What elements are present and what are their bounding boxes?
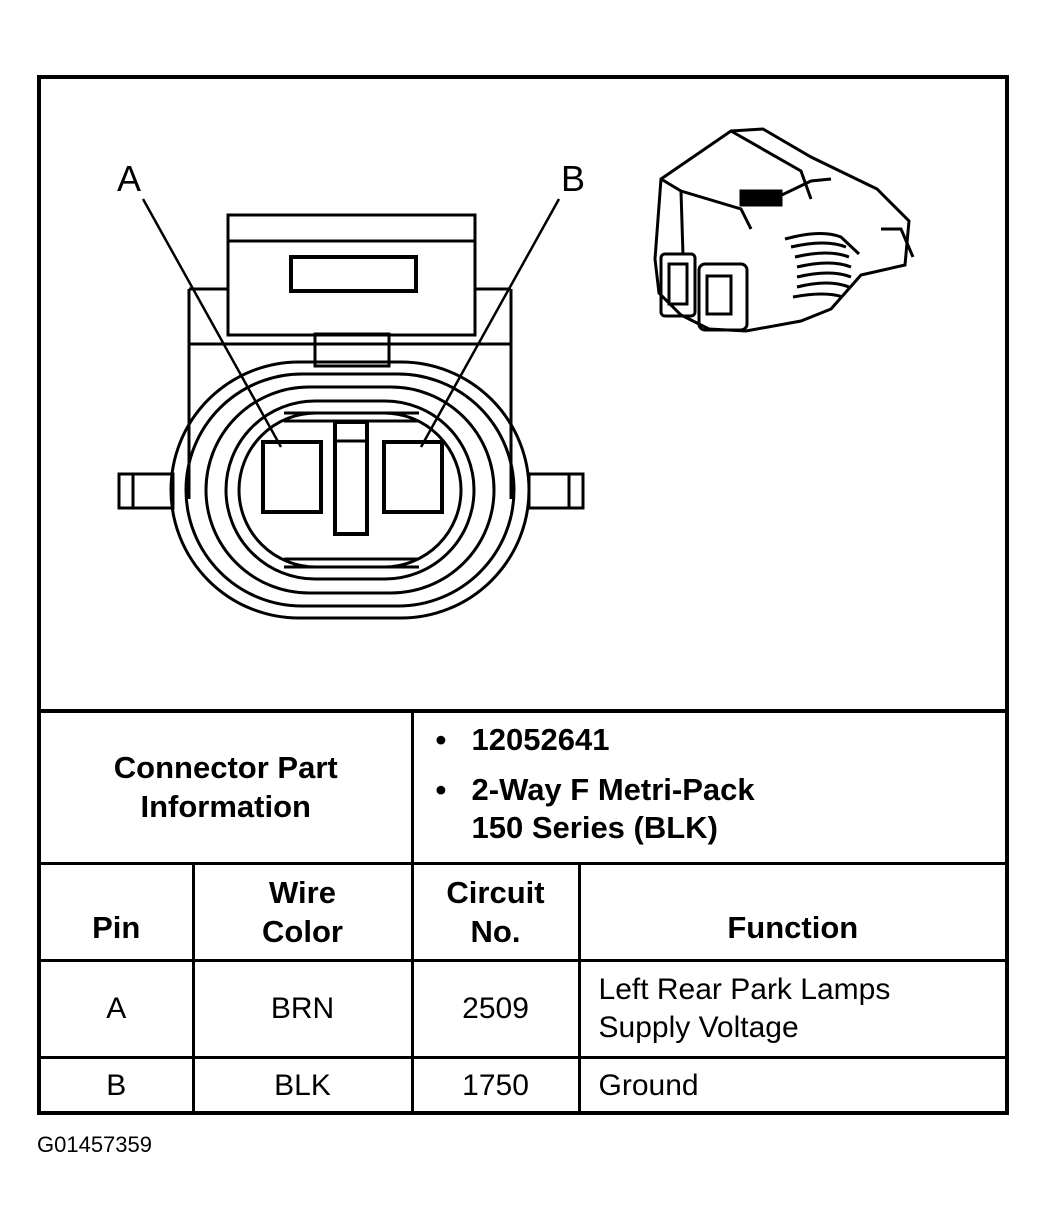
latch-housing xyxy=(226,213,477,337)
connector-part-label-cell: Connector Part Information xyxy=(41,709,414,865)
connector-diagram: A B xyxy=(41,79,1005,709)
latch-window xyxy=(289,255,418,293)
part-number-item: 12052641 xyxy=(436,721,1006,759)
pin-b-leader xyxy=(419,198,561,448)
table-row: A BRN 2509 Left Rear Park Lamps Supply V… xyxy=(41,958,1006,1059)
diagram-frame: A B xyxy=(37,75,1009,1115)
row-a-circuit: 2509 xyxy=(410,958,581,1059)
pin-a-label: A xyxy=(117,158,141,199)
row-a-wire-color: BRN xyxy=(191,958,414,1059)
inner-cavity xyxy=(224,399,476,581)
table-header-row: Pin Wire Color Circuit No. Function xyxy=(41,861,1006,962)
row-b-function: Ground xyxy=(577,1055,1006,1113)
table-row: B BLK 1750 Ground xyxy=(41,1055,1006,1113)
connector-part-list: 12052641 2-Way F Metri-Pack 150 Series (… xyxy=(414,721,1006,847)
right-side-tab xyxy=(527,472,585,510)
header-circuit-line2: No. xyxy=(470,913,521,949)
pin-b-cavity xyxy=(382,440,444,514)
row-a-function: Left Rear Park Lamps Supply Voltage xyxy=(577,958,1006,1059)
header-function: Function xyxy=(577,861,1006,962)
pin-b-label: B xyxy=(561,158,585,199)
header-wire-color-line2: Color xyxy=(262,913,343,949)
part-number: 12052641 xyxy=(471,722,610,758)
part-description-line1: 2-Way F Metri-Pack xyxy=(471,772,755,808)
row-a-function-line1: Left Rear Park Lamps xyxy=(598,972,891,1006)
pin-a-cavity xyxy=(261,440,323,514)
header-pin-text: Pin xyxy=(92,909,141,945)
connector-part-info-cell: 12052641 2-Way F Metri-Pack 150 Series (… xyxy=(410,709,1006,865)
part-description-line2: 150 Series (BLK) xyxy=(471,810,718,846)
figure-id: G01457359 xyxy=(37,1132,152,1157)
row-b-function-line1: Ground xyxy=(598,1068,699,1102)
center-key xyxy=(333,420,369,536)
connector-isometric-illustration xyxy=(653,127,915,333)
row-b-wire-color: BLK xyxy=(191,1055,414,1113)
connector-part-label-line2: Information xyxy=(140,789,312,825)
row-b-pin: B xyxy=(41,1055,195,1113)
part-description-item: 2-Way F Metri-Pack 150 Series (BLK) xyxy=(436,771,1006,847)
header-wire-color-line1: Wire xyxy=(269,874,336,910)
row-a-function-line2: Supply Voltage xyxy=(598,1010,799,1044)
connector-part-row: Connector Part Information 12052641 2-Wa… xyxy=(41,709,1006,865)
header-wire-color: Wire Color xyxy=(191,861,414,962)
header-circuit-no: Circuit No. xyxy=(410,861,581,962)
connector-info-table: Connector Part Information 12052641 2-Wa… xyxy=(41,709,1006,1113)
connector-face-drawing: A B xyxy=(117,127,915,620)
header-pin: Pin xyxy=(41,861,195,962)
left-side-tab xyxy=(117,472,175,510)
header-function-text: Function xyxy=(727,909,859,945)
header-circuit-line1: Circuit xyxy=(446,874,545,910)
pin-a-leader xyxy=(141,198,283,448)
connector-part-label-line1: Connector Part xyxy=(113,750,338,786)
row-a-pin: A xyxy=(41,958,195,1059)
row-b-circuit: 1750 xyxy=(410,1055,581,1113)
